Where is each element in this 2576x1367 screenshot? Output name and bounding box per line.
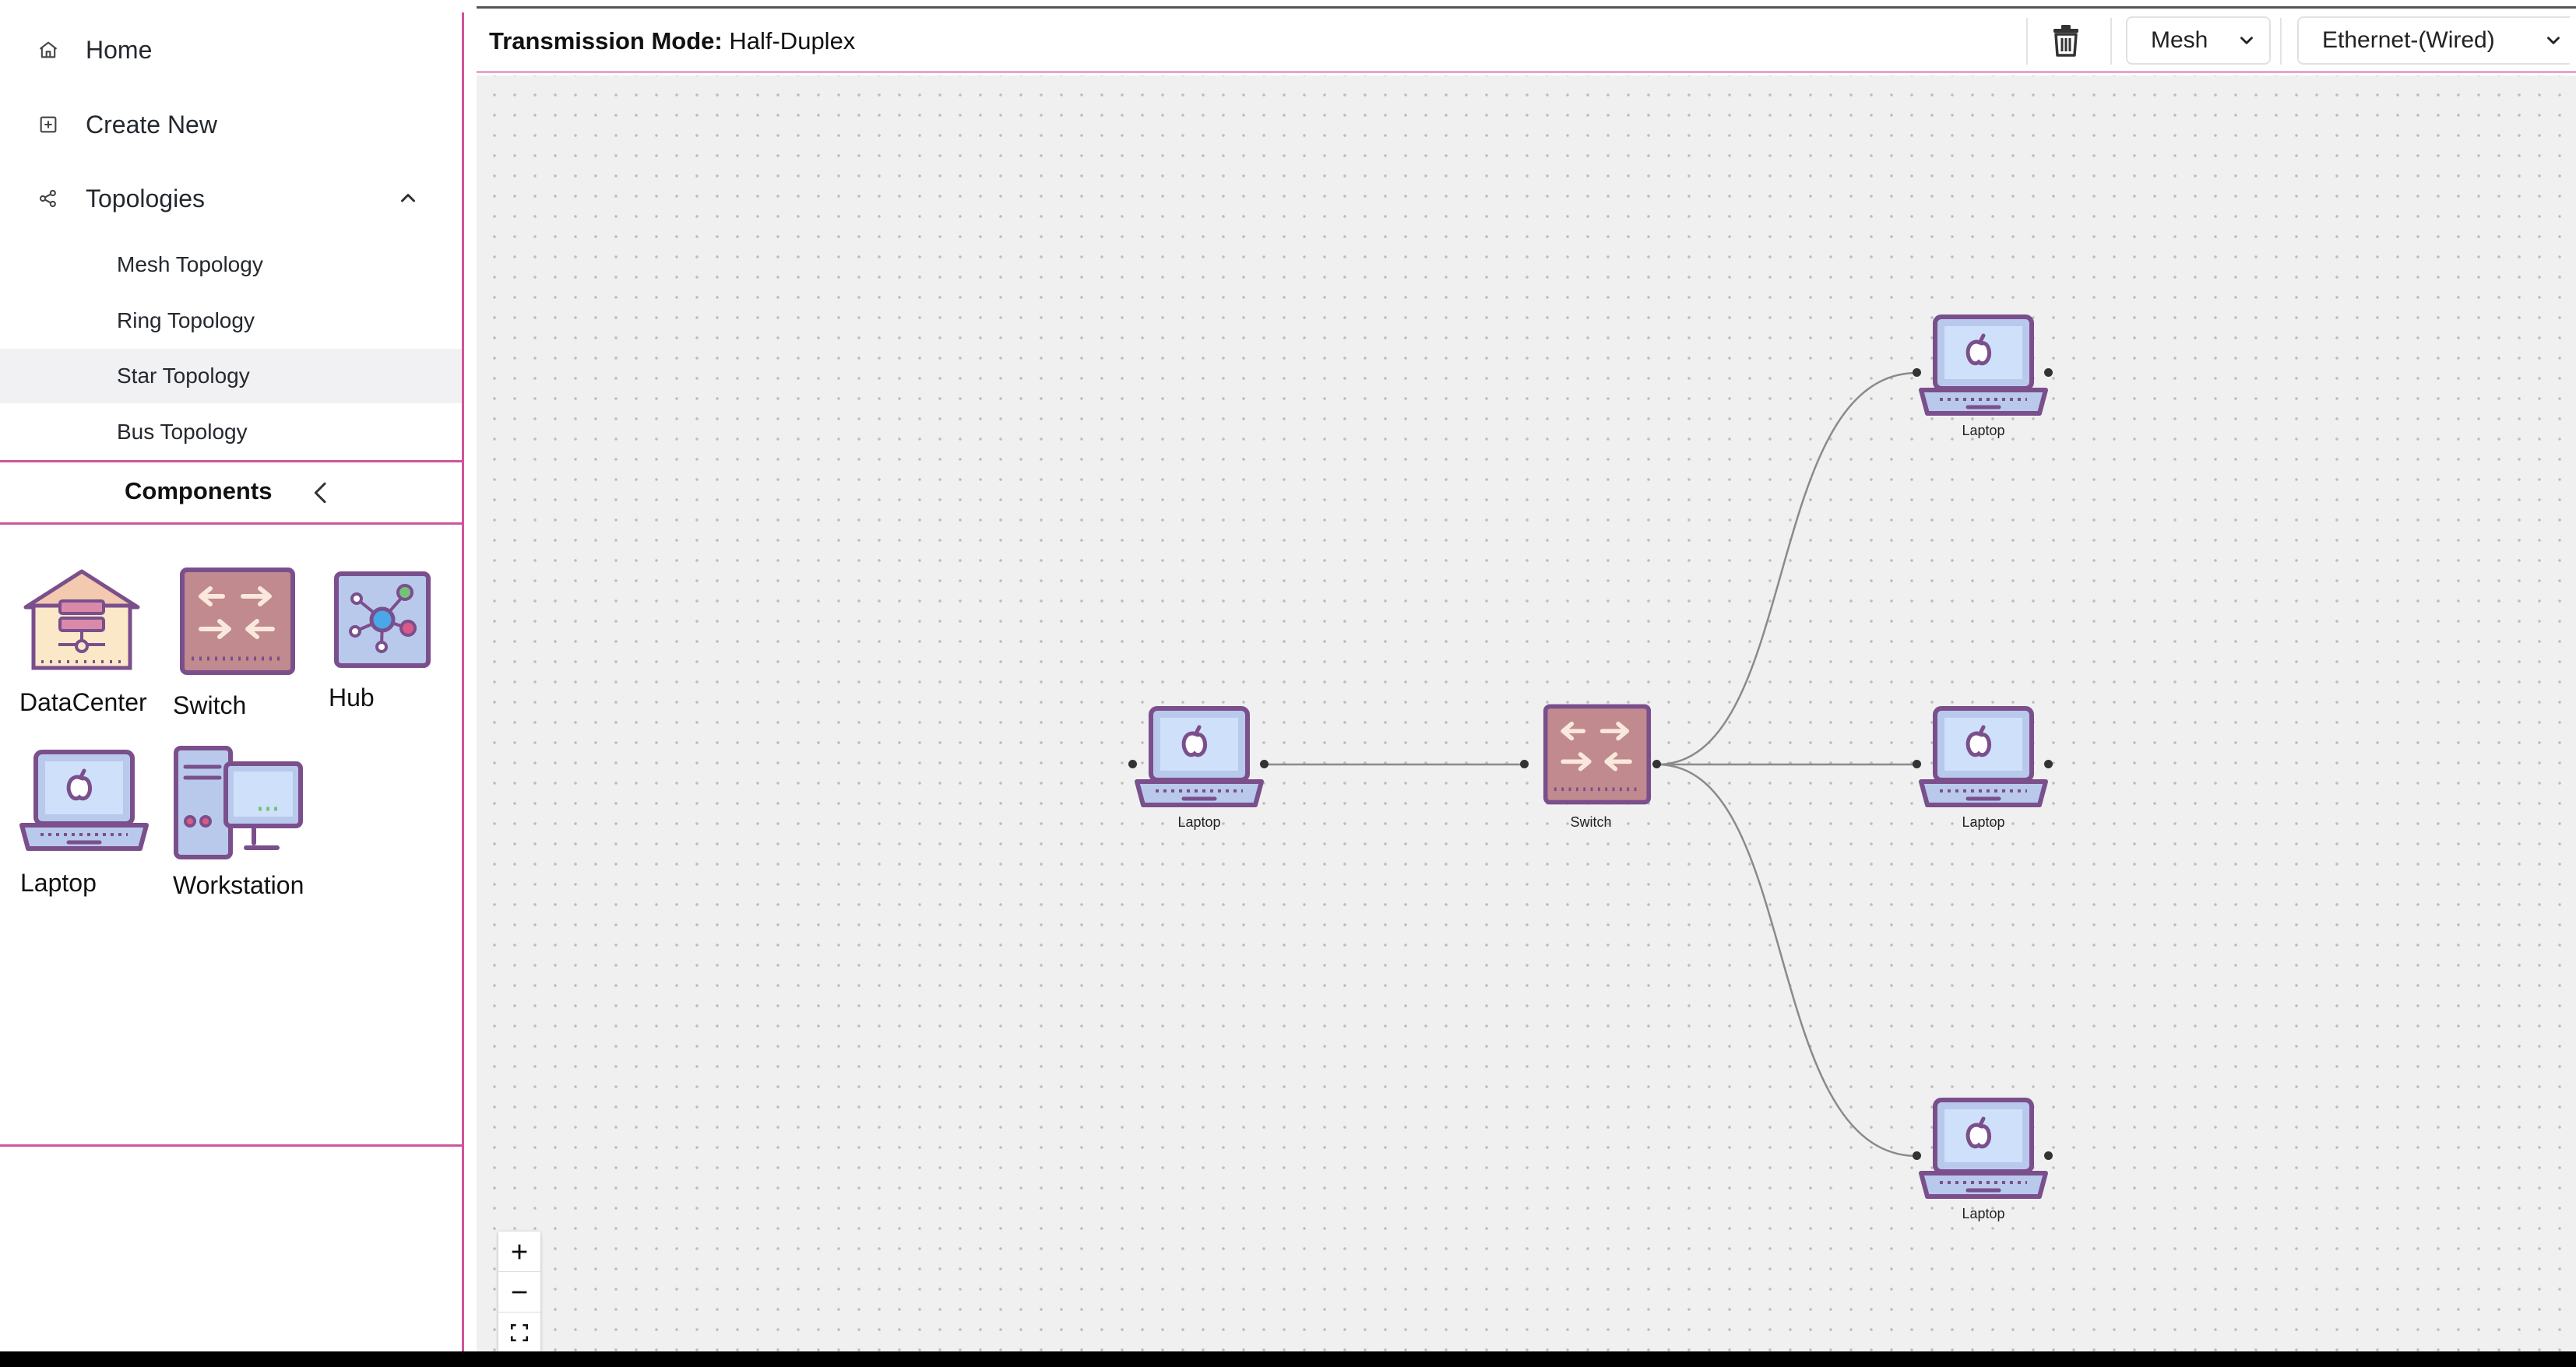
node-laptop[interactable]: Laptop [1917, 1095, 2050, 1228]
workstation-icon [174, 746, 303, 859]
chevron-left-icon[interactable] [305, 477, 336, 508]
component-hub[interactable]: Hub [329, 571, 435, 726]
laptop-icon [1919, 1098, 2048, 1199]
topology-item-star[interactable]: Star Topology [0, 349, 462, 403]
topology-canvas[interactable]: Laptop Switch Laptop [477, 76, 2576, 1351]
connection-handle[interactable] [1652, 760, 1661, 768]
hub-icon [334, 571, 431, 668]
zoom-controls [498, 1232, 540, 1351]
node-laptop[interactable]: Laptop [1917, 312, 2050, 445]
chevron-up-icon[interactable] [394, 184, 422, 213]
components-title: Components [125, 477, 273, 504]
divider [0, 460, 462, 462]
switch-icon [1543, 704, 1651, 805]
nav-create-new-label: Create New [86, 110, 217, 139]
bottom-bar [0, 1351, 2576, 1367]
transmission-mode-label: Transmission Mode: [489, 27, 723, 54]
connection-handle[interactable] [1260, 760, 1269, 768]
edge-switch-laptop-bottom [1656, 763, 1918, 1158]
zoom-in-button[interactable] [498, 1232, 540, 1272]
topology-select[interactable]: Mesh [2126, 16, 2271, 65]
transmission-mode: Transmission Mode: Half-Duplex [489, 27, 855, 55]
toolbar-separator [2110, 18, 2112, 65]
toolbar: Transmission Mode: Half-Duplex Mesh Ethe… [477, 6, 2576, 73]
divider [0, 522, 462, 525]
nav-topologies[interactable]: Topologies [0, 167, 462, 230]
node-label: Laptop [1962, 814, 2005, 830]
component-datacenter[interactable]: DataCenter [19, 567, 150, 722]
topology-select-value: Mesh [2151, 27, 2208, 53]
node-label: Laptop [1177, 814, 1221, 830]
node-switch[interactable]: Switch [1525, 702, 1657, 835]
connection-handle[interactable] [1913, 1151, 1921, 1160]
component-label: Switch [173, 691, 247, 719]
topology-item-label: Bus Topology [117, 420, 248, 444]
node-label: Laptop [1962, 423, 2005, 438]
connection-handle[interactable] [2044, 368, 2053, 377]
toolbar-separator [2026, 18, 2028, 65]
node-laptop[interactable]: Laptop [1917, 704, 2050, 836]
components-header: Components [0, 463, 462, 522]
trash-icon [2053, 25, 2078, 57]
topology-item-label: Ring Topology [117, 308, 255, 332]
fullscreen-icon [510, 1323, 529, 1342]
delete-button[interactable] [2043, 18, 2089, 63]
nav-home-label: Home [86, 35, 153, 64]
fit-view-button[interactable] [498, 1313, 540, 1353]
share-nodes-icon [36, 186, 61, 211]
medium-select[interactable]: Ethernet-(Wired) [2297, 16, 2570, 65]
component-workstation[interactable]: Workstation [171, 743, 311, 899]
switch-icon [180, 568, 295, 675]
component-label: Workstation [173, 871, 304, 899]
node-laptop[interactable]: Laptop [1133, 704, 1265, 836]
node-label: Laptop [1962, 1206, 2005, 1221]
plus-icon [512, 1244, 527, 1259]
connection-handle[interactable] [1520, 760, 1529, 768]
chevron-down-icon [2236, 30, 2257, 51]
transmission-mode-value: Half-Duplex [729, 27, 856, 54]
zoom-out-button[interactable] [498, 1272, 540, 1313]
edges-layer [1265, 371, 1918, 1158]
topology-item-ring[interactable]: Ring Topology [0, 293, 462, 348]
nav-create-new[interactable]: Create New [0, 93, 462, 156]
component-label: DataCenter [19, 688, 147, 716]
topology-item-label: Mesh Topology [117, 252, 263, 276]
node-label: Switch [1570, 814, 1612, 830]
topology-item-mesh[interactable]: Mesh Topology [0, 237, 462, 292]
component-laptop[interactable]: Laptop [19, 747, 151, 903]
nav-topologies-label: Topologies [86, 184, 205, 213]
laptop-icon [19, 750, 149, 851]
datacenter-icon [23, 569, 140, 670]
chevron-down-icon [2543, 30, 2564, 51]
edge-switch-laptop-top [1656, 371, 1918, 766]
home-icon [36, 37, 61, 62]
component-label: Hub [329, 684, 375, 712]
connection-handle[interactable] [2044, 760, 2053, 768]
toolbar-separator [2280, 18, 2282, 65]
component-label: Laptop [20, 869, 97, 897]
connection-handle[interactable] [2044, 1151, 2053, 1160]
plus-square-icon [36, 112, 61, 137]
component-switch[interactable]: Switch [173, 567, 296, 722]
divider [0, 1144, 462, 1147]
topology-item-label: Star Topology [117, 364, 250, 388]
connection-handle[interactable] [1913, 760, 1921, 768]
topology-item-bus[interactable]: Bus Topology [0, 405, 462, 459]
sidebar: Home Create New Topologies Mesh Topology… [0, 0, 462, 1351]
laptop-icon [1919, 706, 2048, 807]
laptop-icon [1919, 315, 2048, 416]
connection-handle[interactable] [1128, 760, 1137, 768]
medium-select-value: Ethernet-(Wired) [2322, 27, 2495, 53]
sidebar-border [462, 12, 464, 1351]
minus-icon [512, 1291, 527, 1293]
laptop-icon [1135, 706, 1264, 807]
connection-handle[interactable] [1913, 368, 1921, 377]
nav-home[interactable]: Home [0, 19, 462, 81]
